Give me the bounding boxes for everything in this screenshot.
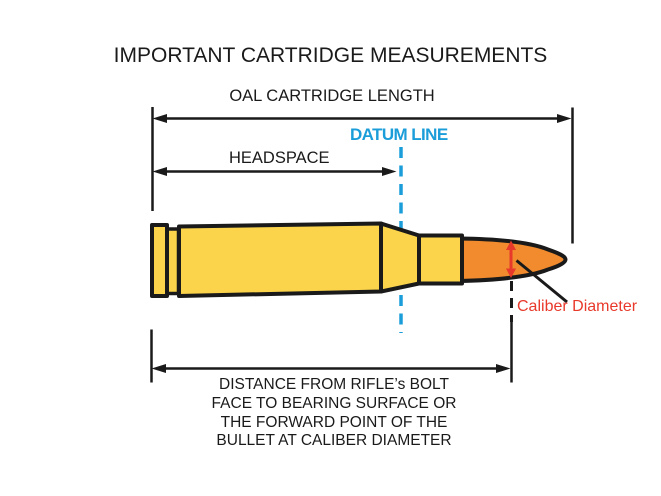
bolt-face-arrowhead-left xyxy=(151,364,166,373)
oal-arrowhead-right xyxy=(557,114,572,123)
diagram-title: IMPORTANT CARTRIDGE MEASUREMENTS xyxy=(113,44,548,67)
caliber-pointer-line xyxy=(515,259,568,304)
oal-arrowhead-left xyxy=(152,114,167,123)
case-body xyxy=(177,221,383,298)
bolt-face-distance-label: DISTANCE FROM RIFLE’s BOLT FACE TO BEARI… xyxy=(134,376,534,451)
bolt-face-distance-line1: DISTANCE FROM RIFLE’s BOLT xyxy=(219,376,449,393)
bolt-face-distance-line2: FACE TO BEARING SURFACE OR xyxy=(211,394,457,412)
headspace-arrowhead-left xyxy=(152,167,167,176)
oal-cartridge-length-label: OAL CARTRIDGE LENGTH xyxy=(229,87,435,105)
caliber-arrowhead-down xyxy=(506,268,516,278)
case-shoulder xyxy=(379,221,421,294)
headspace-dimension xyxy=(152,167,397,176)
oal-dimension xyxy=(151,107,574,244)
headspace-label: HEADSPACE xyxy=(229,149,330,167)
caliber-arrowhead-up xyxy=(506,240,516,250)
caliber-diameter-label: Caliber Diameter xyxy=(517,298,638,315)
bolt-face-distance-line3: THE FORWARD POINT OF THE xyxy=(220,413,448,431)
bolt-face-arrowhead-right xyxy=(496,364,511,373)
caliber-diameter-marker xyxy=(506,240,568,383)
case-neck xyxy=(417,233,464,286)
bolt-face-dimension xyxy=(150,329,511,383)
case-rim xyxy=(150,223,169,298)
datum-line-label: DATUM LINE xyxy=(350,125,448,144)
headspace-arrowhead-right xyxy=(382,167,397,176)
cartridge xyxy=(150,221,568,298)
bolt-face-distance-line4: BULLET AT CALIBER DIAMETER xyxy=(216,432,452,450)
